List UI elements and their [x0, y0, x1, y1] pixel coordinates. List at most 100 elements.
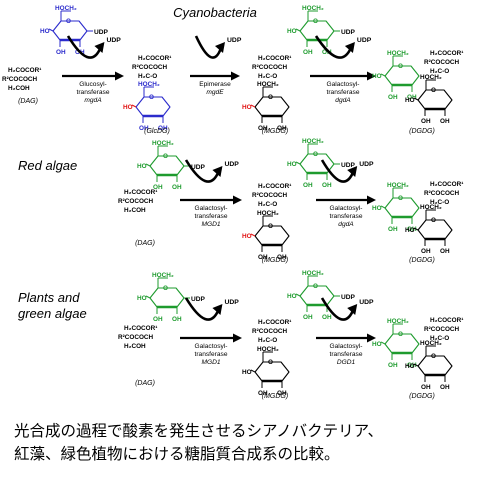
oh-bond: [295, 293, 301, 297]
udp-release-head: [347, 304, 358, 315]
diacylglycerol: H₂COCOR¹ R²COCOCH H₂COH: [118, 189, 157, 214]
oh-label: OH: [388, 94, 398, 101]
acyl1-label: H₂COCOR¹: [430, 317, 463, 324]
oh-label: OH: [56, 49, 66, 56]
hoch2-label: HOCH₂: [257, 346, 279, 353]
row-title: Plants and: [18, 290, 80, 305]
udp-release-head: [212, 166, 223, 177]
ch2oh-label: H₂COH: [124, 343, 146, 350]
udp-label: UDP: [94, 29, 109, 36]
oh-label: OH: [421, 384, 431, 391]
oh-label: OH: [440, 384, 450, 391]
acyl1-label: H₂COCOR¹: [430, 181, 463, 188]
acyl1-label: H₂COCOR¹: [430, 50, 463, 57]
hoch2-label: HOCH₂: [152, 140, 174, 147]
ch2oh-bond: [262, 215, 273, 226]
oh-bond: [295, 161, 301, 165]
ring-oxygen-label: O: [268, 223, 273, 230]
ring-oxygen-label: O: [431, 87, 436, 94]
enzyme-label: transferase: [195, 351, 228, 358]
gene-label: mgdA: [84, 97, 102, 104]
enzyme-label: Galactosyl-: [330, 343, 363, 350]
ring-oxygen-label: O: [398, 195, 403, 202]
gene-label: dgdA: [338, 221, 354, 228]
acyl1-label: H₂COCOR¹: [138, 55, 171, 62]
udp-release-head: [347, 166, 358, 177]
acyl1-label: H₂COCOR¹: [258, 183, 291, 190]
arrow-head: [233, 333, 242, 343]
udp-release-curve: [320, 297, 355, 321]
oh-label: OH: [322, 49, 332, 56]
ring-oxygen-label: O: [431, 217, 436, 224]
ch2oh-bond: [60, 10, 71, 21]
ho-label: HO: [287, 293, 297, 300]
ho-label: HO: [372, 341, 382, 348]
arrow-head: [367, 71, 376, 81]
row-title: green algae: [18, 306, 87, 321]
oh-label: OH: [277, 254, 287, 261]
udp-label: UDP: [106, 37, 121, 44]
compound-label: (MGDG): [262, 128, 288, 135]
ring-oxygen-label: O: [398, 331, 403, 338]
ch2oh-label: H₂COH: [124, 207, 146, 214]
oh-label: OH: [258, 390, 268, 397]
ho-label: HO: [40, 28, 50, 35]
oh-bond: [380, 341, 386, 345]
udp-release-curve: [184, 159, 220, 183]
gene-label: MGD1: [201, 359, 220, 366]
hoch2-label: HOCH₂: [302, 270, 324, 277]
ch2oh-bond: [307, 275, 318, 286]
hoch2-label: HOCH₂: [420, 204, 442, 211]
enzyme-label: transferase: [77, 89, 110, 96]
oh-label: OH: [153, 316, 163, 323]
oh-label: OH: [322, 182, 332, 189]
ch2oh-bond: [262, 86, 273, 97]
ch2o-label: H₂C-O: [258, 337, 277, 344]
acyl2-label: R²COCOCH: [118, 198, 154, 205]
oh-label: OH: [303, 182, 313, 189]
row-title: Red algae: [18, 158, 77, 173]
ch2oh-bond: [157, 145, 168, 156]
oh-label: OH: [303, 49, 313, 56]
ho-label: HO: [372, 73, 382, 80]
arrow-head: [231, 71, 240, 81]
ch2oh-bond: [157, 277, 168, 288]
enzyme-label: transferase: [327, 89, 360, 96]
udp-label: UDP: [357, 37, 372, 44]
hoch2-label: HOCH₂: [138, 81, 160, 88]
ho-label: HO: [287, 161, 297, 168]
ho-label: HO: [137, 163, 147, 170]
ring-oxygen-label: O: [313, 151, 318, 158]
enzyme-label: Galactosyl-: [327, 81, 360, 88]
ho-label: HO: [405, 363, 415, 370]
enzyme-label: Galactosyl-: [195, 343, 228, 350]
oh-label: OH: [407, 226, 417, 233]
udp-label: UDP: [359, 161, 374, 168]
oh-bond: [131, 104, 137, 108]
caption-line-1: 光合成の過程で酸素を発生させるシアノバクテリア、: [14, 422, 384, 440]
enzyme-label: transferase: [330, 351, 363, 358]
hoch2-label: HOCH₂: [257, 210, 279, 217]
oh-bond: [250, 233, 256, 237]
acyl2-label: R²COCOCH: [118, 334, 154, 341]
enzyme-label: transferase: [195, 213, 228, 220]
hoch2-label: HOCH₂: [387, 50, 409, 57]
acyl1-label: H₂COCOR¹: [124, 189, 157, 196]
